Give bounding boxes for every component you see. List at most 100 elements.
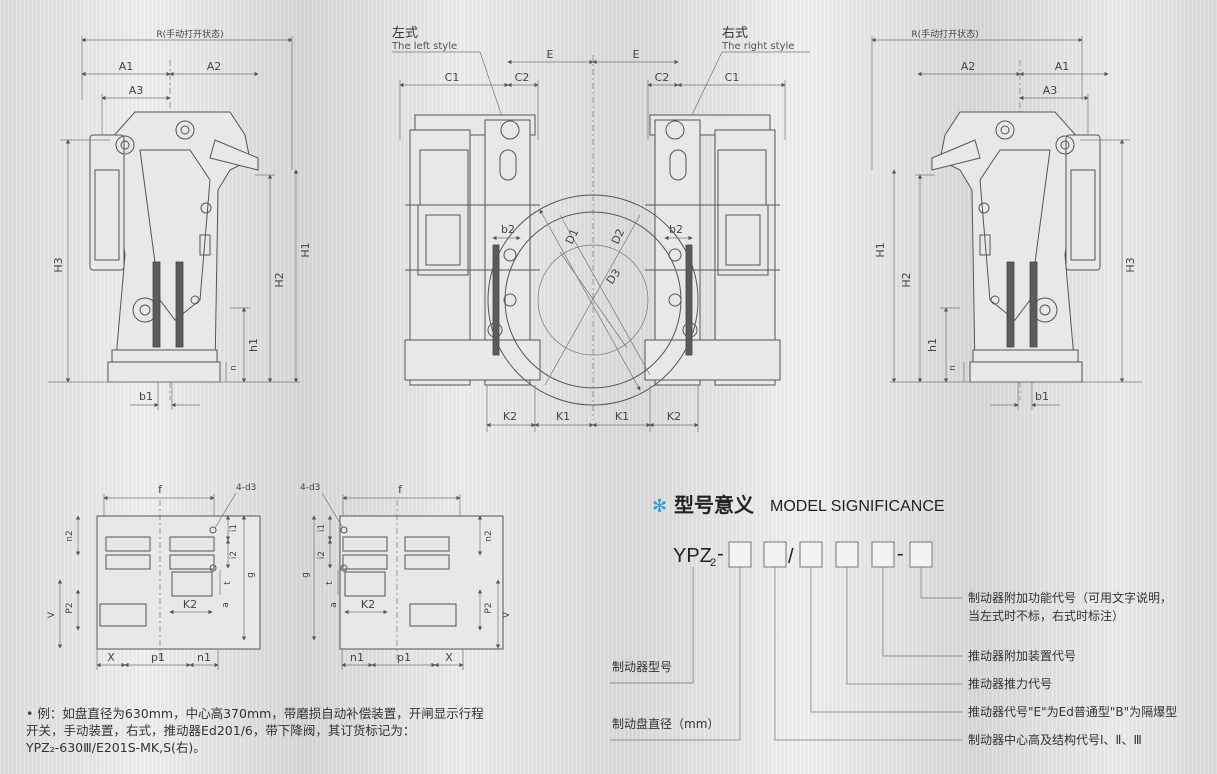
model-dash-1: - [717,543,724,565]
dim-f-right: f [398,483,403,496]
model-code-main: YPZ [673,545,712,567]
dim-g-left: g [246,572,256,578]
dim-i2-right: i2 [317,551,327,559]
dim-X-right: X [445,651,453,664]
dim-i1-left: i1 [229,524,239,532]
star-icon: ✻ [652,496,667,517]
dim-A1-right: A1 [1055,60,1070,73]
dim-C1-left: C1 [445,71,460,84]
code-box-3 [799,541,823,568]
model-title-en: MODEL SIGNIFICANCE [770,498,945,515]
left-style-en: The left style [391,41,457,52]
dim-b2-left: b2 [501,223,515,236]
dim-D3: D3 [604,267,624,287]
dim-K1-left: K1 [556,410,570,423]
note-bullet: • [26,706,34,721]
model-dash-2: - [897,543,904,565]
dim-n1-left: n1 [197,651,211,664]
dim-C2-left: C2 [515,71,530,84]
code-box-5 [871,541,895,568]
dim-R-right: R(手动打开状态) [911,28,978,40]
dim-b2-right: b2 [669,223,683,236]
dim-C2-right: C2 [655,71,670,84]
dim-K1-right: K1 [615,410,629,423]
dim-P2-left: P2 [65,602,75,613]
right-style-en: The right style [721,41,794,52]
dim-i2-left: i2 [229,551,239,559]
dim-K2-left: K2 [503,410,517,423]
dim-H2-right: H2 [900,272,913,287]
desc-pusher-device: 推动器附加装置代号 [968,649,1076,663]
desc-pusher-force: 推动器推力代号 [968,677,1052,691]
dim-H3-left: H3 [52,257,65,272]
left-side-view: R(手动打开状态) A1 A2 A3 H3 H1 [48,28,312,410]
dim-A2-right: A2 [961,60,976,73]
dim-P2-right: P2 [484,602,494,613]
dim-n2-right: n2 [484,530,494,541]
dim-H2-left: H2 [273,272,286,287]
code-box-1 [728,541,752,568]
dim-A3-right: A3 [1043,84,1058,97]
dim-d3-left: 4-d3 [236,483,256,493]
dim-D2: D2 [609,227,627,247]
dim-a-right: a [329,602,339,608]
dim-g-right: g [301,572,311,578]
dim-H3-right: H3 [1124,257,1137,272]
dim-n-right: n [948,365,958,371]
dim-H1-left: H1 [299,242,312,257]
code-box-4 [835,541,859,568]
dim-X-left: X [107,651,115,664]
dim-f-left: f [158,483,163,496]
dim-E-left: E [547,48,554,61]
right-style-cn: 右式 [722,26,748,41]
dim-i1-right: i1 [317,524,327,532]
plan-view-right: f 4-d3 n2 P2 V i1 i2 g t a K2 n1 p1 X [300,483,512,670]
dim-C1-right: C1 [725,71,740,84]
desc-additional-function: 制动器附加功能代号（可用文字说明， [968,590,1172,605]
code-box-6 [909,541,933,568]
dim-p1-right: p1 [397,651,411,664]
note-line-3: YPZ₂-630Ⅲ/E201S-MK,S(右)。 [26,740,206,755]
dim-d3-right: 4-d3 [300,483,320,493]
desc-additional-function-2: 当左式时不标，右式时标注） [968,608,1124,623]
dim-A3-left: A3 [129,84,144,97]
dim-n1-right: n1 [350,651,364,664]
desc-disc-diameter: 制动盘直径（mm） [612,716,719,731]
dim-K2-plan-right: K2 [361,598,375,611]
dim-n2-left: n2 [65,530,75,541]
dim-E-right: E [633,48,640,61]
front-view: 左式 The left style 右式 The right style E E… [391,26,810,432]
example-note: •例：如盘直径为630mm，中心高370mm，带磨损自动补偿装置，开闸显示行程 … [26,705,546,756]
dim-D1: D1 [563,227,581,247]
left-style-cn: 左式 [392,26,418,41]
model-slash: / [788,546,794,568]
dim-t-right: t [325,581,335,585]
dim-a-left: a [221,602,231,608]
dim-K2-right: K2 [667,410,681,423]
dim-h1-right: h1 [926,338,939,352]
dim-b1-left: b1 [139,390,153,403]
dim-R-left: R(手动打开状态) [156,28,223,40]
desc-pusher-code: 推动器代号"E"为Ed普通型"B"为隔爆型 [968,705,1177,719]
dim-V-right: V [502,611,512,618]
right-side-view: R(手动打开状态) A2 A1 A3 H3 [871,28,1142,410]
desc-brake-model: 制动器型号 [612,660,672,674]
dim-b1-right: b1 [1035,390,1049,403]
dim-p1-left: p1 [151,651,165,664]
dim-K2-plan-left: K2 [183,598,197,611]
dim-H1-right: H1 [874,242,887,257]
code-box-2 [763,541,787,568]
note-line-1: 例：如盘直径为630mm，中心高370mm，带磨损自动补偿装置，开闸显示行程 [37,706,484,721]
model-title-cn: 型号意义 [674,493,754,517]
dim-A1-left: A1 [119,60,134,73]
model-code-sub: 2 [710,557,716,569]
dim-t-left: t [223,581,233,585]
model-significance: ✻ 型号意义 MODEL SIGNIFICANCE YPZ 2 - / - 制动… [610,493,1177,747]
plan-view-left: f 4-d3 n2 P2 V i1 i2 g t a K2 X p1 n1 [47,483,261,670]
dim-n-left: n [229,365,239,371]
desc-center-height: 制动器中心高及结构代号Ⅰ、Ⅱ、Ⅲ [968,732,1142,747]
dim-V-left: V [47,611,57,618]
dim-A2-left: A2 [207,60,222,73]
dim-h1-left: h1 [247,338,260,352]
